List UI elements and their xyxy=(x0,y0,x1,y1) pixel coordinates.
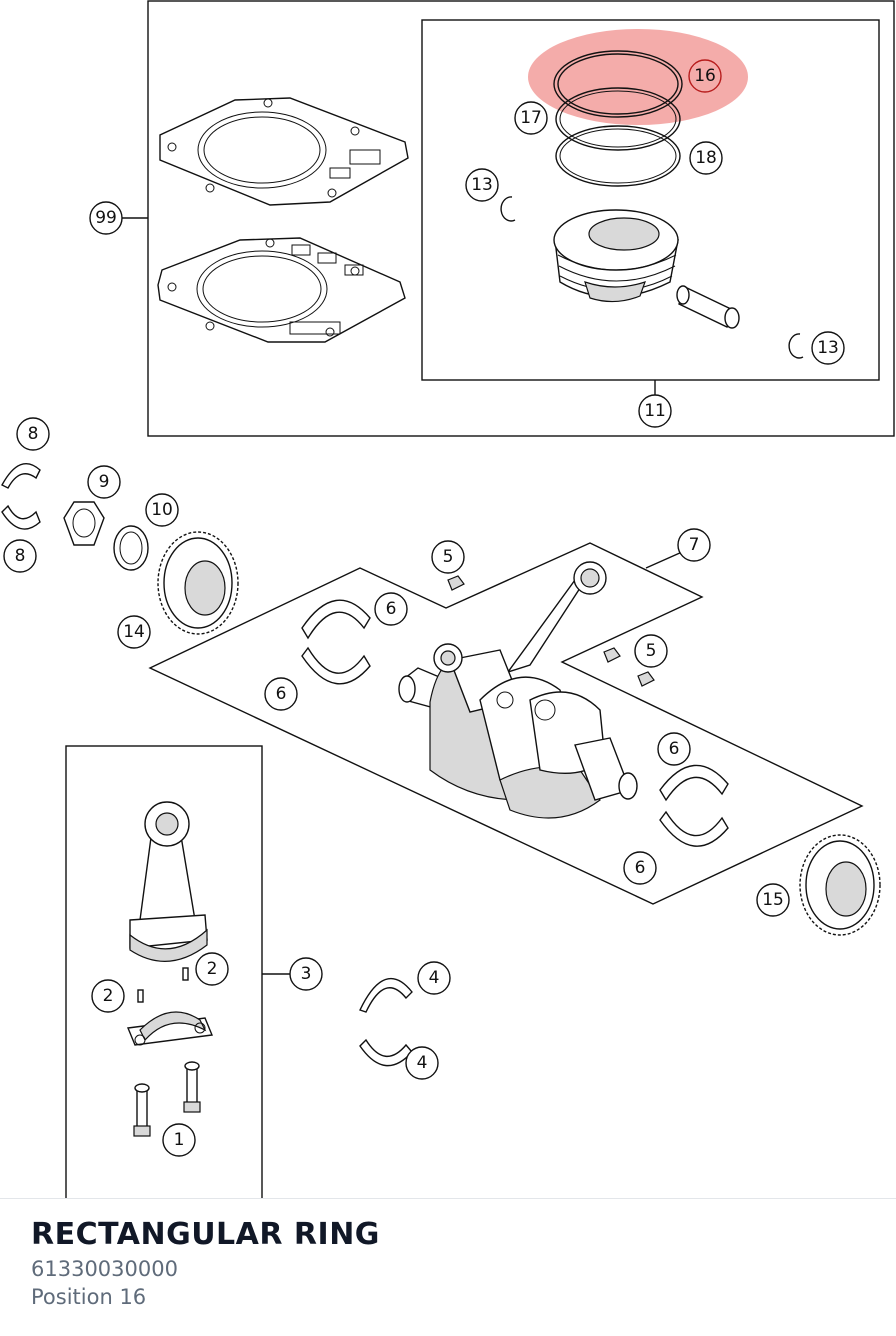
callout-1[interactable]: 1 xyxy=(162,1123,196,1157)
callout-2-left[interactable]: 2 xyxy=(91,979,125,1013)
piston-pin[interactable] xyxy=(676,285,740,329)
svg-text:5: 5 xyxy=(646,641,657,661)
callout-99[interactable]: 99 xyxy=(89,201,123,235)
svg-text:4: 4 xyxy=(429,968,440,988)
svg-text:15: 15 xyxy=(762,890,784,910)
callout-18[interactable]: 18 xyxy=(689,141,723,175)
callout-8-upper[interactable]: 8 xyxy=(16,417,50,451)
svg-text:17: 17 xyxy=(520,108,542,128)
callout-5-upper[interactable]: 5 xyxy=(431,540,465,574)
svg-text:99: 99 xyxy=(95,208,117,228)
svg-text:7: 7 xyxy=(689,535,700,555)
nut-9[interactable] xyxy=(63,501,105,546)
callout-4-lower[interactable]: 4 xyxy=(405,1046,439,1080)
svg-text:4: 4 xyxy=(417,1053,428,1073)
bearing-shell-8-lower[interactable] xyxy=(1,504,41,530)
callout-15[interactable]: 15 xyxy=(756,883,790,917)
conrod-bolt-1-left[interactable] xyxy=(133,1083,151,1137)
svg-text:10: 10 xyxy=(151,500,173,520)
group-box-11 xyxy=(421,19,880,381)
bearing-shell-4-lower[interactable] xyxy=(359,1038,413,1067)
bearing-shell-8-upper[interactable] xyxy=(1,462,41,489)
part-name: RECTANGULAR RING xyxy=(31,1217,380,1252)
bearing-shell-6-d[interactable] xyxy=(659,810,729,847)
key-5-lower[interactable] xyxy=(637,671,655,687)
svg-text:8: 8 xyxy=(15,546,26,566)
svg-text:6: 6 xyxy=(635,858,646,878)
svg-text:18: 18 xyxy=(695,148,717,168)
svg-text:2: 2 xyxy=(103,986,114,1006)
gear-14[interactable] xyxy=(157,531,239,635)
part-number: 61330030000 xyxy=(31,1257,178,1281)
callout-6-b[interactable]: 6 xyxy=(264,677,298,711)
bearing-shell-6-a[interactable] xyxy=(301,599,371,640)
svg-text:11: 11 xyxy=(644,401,666,421)
svg-text:9: 9 xyxy=(99,472,110,492)
cylinder-head-gasket-upper[interactable] xyxy=(159,97,409,206)
svg-text:3: 3 xyxy=(301,964,312,984)
callout-4-upper[interactable]: 4 xyxy=(417,961,451,995)
svg-text:13: 13 xyxy=(471,175,493,195)
svg-text:5: 5 xyxy=(443,547,454,567)
callout-14[interactable]: 14 xyxy=(117,615,151,649)
svg-text:6: 6 xyxy=(669,739,680,759)
svg-text:2: 2 xyxy=(207,959,218,979)
callout-16-selected[interactable]: 16 xyxy=(688,59,722,93)
bearing-shell-4-upper[interactable] xyxy=(359,977,413,1013)
exploded-parts-diagram: 99 11 16 17 18 13 13 8 8 9 10 14 5 5 7 6… xyxy=(1,0,895,1200)
callout-3[interactable]: 3 xyxy=(289,957,323,991)
selected-part-highlight xyxy=(528,29,748,125)
dowel-pin-2-right[interactable] xyxy=(182,967,189,981)
piston-ring-18[interactable] xyxy=(555,125,681,187)
dowel-pin-2-left[interactable] xyxy=(137,989,144,1003)
callout-17[interactable]: 17 xyxy=(514,101,548,135)
washer-10[interactable] xyxy=(113,525,149,571)
key-5-upper[interactable] xyxy=(447,575,465,591)
svg-text:16: 16 xyxy=(694,66,716,86)
circlip-13-right[interactable] xyxy=(788,333,804,359)
callout-2-right[interactable]: 2 xyxy=(195,952,229,986)
callout-13-left[interactable]: 13 xyxy=(465,168,499,202)
svg-text:1: 1 xyxy=(174,1130,185,1150)
svg-text:6: 6 xyxy=(276,684,287,704)
piston-ring-17[interactable] xyxy=(555,87,681,151)
connecting-rod-cap[interactable] xyxy=(127,1011,213,1046)
callout-13-right[interactable]: 13 xyxy=(811,331,845,365)
crankshaft-assembly[interactable] xyxy=(398,561,638,819)
circlip-13-left[interactable] xyxy=(500,196,516,222)
gear-15[interactable] xyxy=(799,834,881,936)
part-info-panel: RECTANGULAR RING 61330030000 Position 16 xyxy=(0,1198,896,1336)
callout-6-c[interactable]: 6 xyxy=(657,732,691,766)
svg-text:13: 13 xyxy=(817,338,839,358)
connecting-rod[interactable] xyxy=(129,801,208,962)
key-5-middle[interactable] xyxy=(603,647,621,663)
bearing-shell-6-c[interactable] xyxy=(659,764,729,802)
svg-text:8: 8 xyxy=(28,424,39,444)
callout-6-d[interactable]: 6 xyxy=(623,851,657,885)
group-box-7 xyxy=(148,542,864,905)
callout-6-a[interactable]: 6 xyxy=(374,592,408,626)
group-box-99 xyxy=(147,0,895,437)
cylinder-base-gasket-lower[interactable] xyxy=(157,237,406,343)
piston[interactable] xyxy=(553,209,679,303)
callout-8-lower[interactable]: 8 xyxy=(3,539,37,573)
callout-7[interactable]: 7 xyxy=(677,528,711,562)
svg-text:14: 14 xyxy=(123,622,145,642)
conrod-bolt-1-right[interactable] xyxy=(183,1061,201,1113)
callout-5-lower[interactable]: 5 xyxy=(634,634,668,668)
piston-ring-16[interactable] xyxy=(553,50,683,118)
callout-11[interactable]: 11 xyxy=(638,394,672,428)
part-position: Position 16 xyxy=(31,1285,147,1309)
bearing-shell-6-b[interactable] xyxy=(301,646,371,685)
callout-10[interactable]: 10 xyxy=(145,493,179,527)
callout-9[interactable]: 9 xyxy=(87,465,121,499)
svg-text:6: 6 xyxy=(386,599,397,619)
